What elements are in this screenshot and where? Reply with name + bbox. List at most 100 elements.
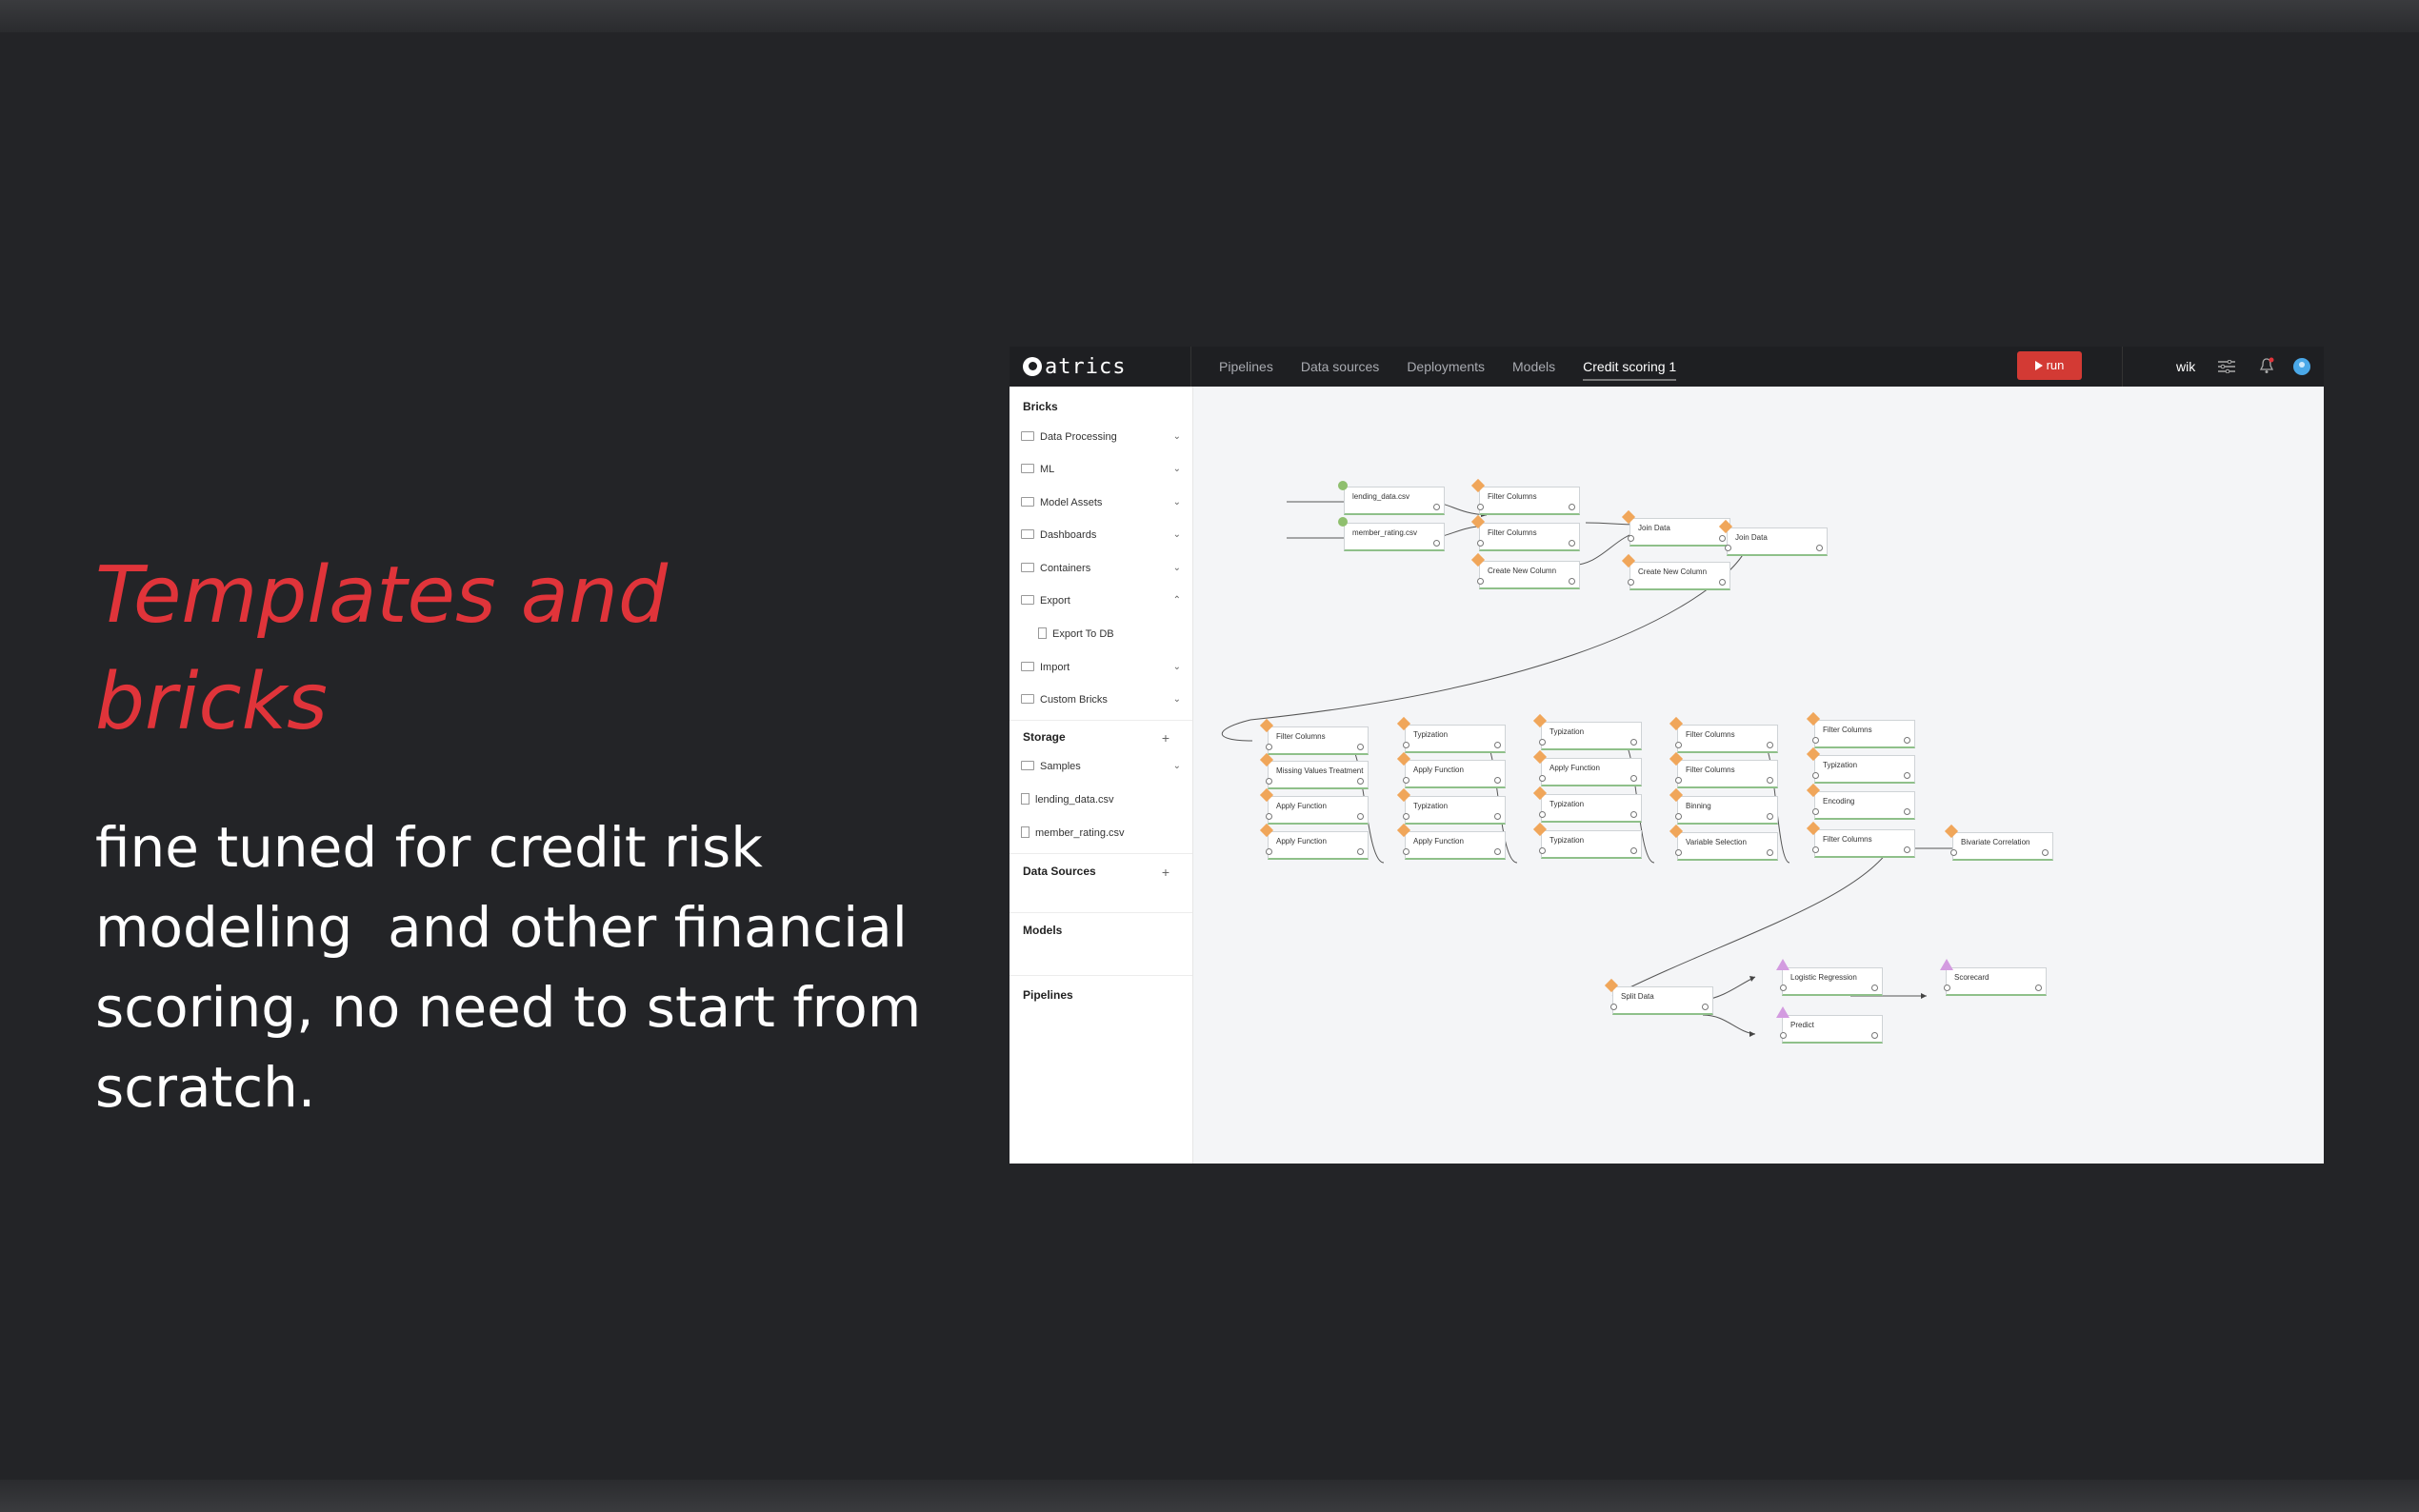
brick-dashboards[interactable]: Dashboards⌄ — [1021, 527, 1181, 544]
output-port-icon[interactable] — [1630, 811, 1637, 818]
brick-export-to-db[interactable]: Export To DB — [1038, 626, 1181, 643]
brick-export[interactable]: Export⌃ — [1021, 592, 1181, 609]
output-port-icon[interactable] — [1494, 813, 1501, 820]
nav-credit-scoring[interactable]: Credit scoring 1 — [1583, 347, 1677, 387]
input-port-icon[interactable] — [1628, 579, 1634, 586]
pipeline-node[interactable]: Create New Column — [1621, 553, 1730, 590]
input-port-icon[interactable] — [1675, 742, 1682, 748]
output-port-icon[interactable] — [1357, 744, 1364, 750]
pipeline-node[interactable]: Apply Function — [1396, 823, 1506, 860]
output-port-icon[interactable] — [1357, 813, 1364, 820]
output-port-icon[interactable] — [1702, 1004, 1709, 1010]
pipeline-node[interactable]: Typization — [1396, 787, 1506, 825]
output-port-icon[interactable] — [1494, 777, 1501, 784]
input-port-icon[interactable] — [1812, 846, 1819, 853]
output-port-icon[interactable] — [1494, 848, 1501, 855]
input-port-icon[interactable] — [1539, 847, 1546, 854]
pipeline-node[interactable]: Filter Columns — [1470, 478, 1580, 515]
input-port-icon[interactable] — [1477, 504, 1484, 510]
pipeline-node[interactable]: Split Data — [1604, 978, 1713, 1015]
output-port-icon[interactable] — [1767, 849, 1773, 856]
pipeline-node[interactable]: Variable Selection — [1669, 824, 1778, 861]
input-port-icon[interactable] — [1403, 848, 1409, 855]
storage-file-member[interactable]: member_rating.csv — [1021, 825, 1181, 842]
output-port-icon[interactable] — [2042, 849, 2049, 856]
pipeline-node[interactable]: Join Data — [1621, 509, 1730, 547]
input-port-icon[interactable] — [1266, 848, 1272, 855]
pipeline-node[interactable]: Apply Function — [1259, 787, 1369, 825]
storage-samples[interactable]: Samples⌄ — [1021, 758, 1181, 775]
input-port-icon[interactable] — [1944, 985, 1950, 991]
pipeline-node[interactable]: Join Data — [1718, 519, 1828, 556]
storage-section[interactable]: Storage+ — [1023, 730, 1181, 746]
pipeline-node[interactable]: Scorecard — [1940, 959, 2047, 996]
output-port-icon[interactable] — [1630, 739, 1637, 746]
brick-custom-bricks[interactable]: Custom Bricks⌄ — [1021, 691, 1181, 708]
input-port-icon[interactable] — [1266, 813, 1272, 820]
add-icon[interactable]: + — [1161, 730, 1170, 746]
pipeline-node[interactable]: lending_data.csv — [1338, 481, 1445, 515]
input-port-icon[interactable] — [1403, 742, 1409, 748]
output-port-icon[interactable] — [2035, 985, 2042, 991]
output-port-icon[interactable] — [1357, 778, 1364, 785]
pipeline-node[interactable]: Filter Columns — [1806, 711, 1915, 748]
pipeline-node[interactable]: Apply Function — [1396, 751, 1506, 788]
output-port-icon[interactable] — [1357, 848, 1364, 855]
storage-file-lending[interactable]: lending_data.csv — [1021, 791, 1181, 808]
pipeline-node[interactable]: Encoding — [1806, 783, 1915, 820]
output-port-icon[interactable] — [1904, 737, 1910, 744]
input-port-icon[interactable] — [1477, 578, 1484, 585]
output-port-icon[interactable] — [1630, 847, 1637, 854]
pipeline-node[interactable]: Filter Columns — [1470, 514, 1580, 551]
pipelines-section[interactable]: Pipelines — [1023, 988, 1073, 1002]
pipeline-node[interactable]: Filter Columns — [1806, 821, 1915, 858]
input-port-icon[interactable] — [1950, 849, 1957, 856]
nav-deployments[interactable]: Deployments — [1407, 359, 1486, 374]
nav-data-sources[interactable]: Data sources — [1300, 359, 1380, 374]
user-avatar[interactable] — [2291, 356, 2312, 377]
input-port-icon[interactable] — [1266, 778, 1272, 785]
pipeline-node[interactable]: Bivariate Correlation — [1944, 824, 2053, 861]
output-port-icon[interactable] — [1719, 535, 1726, 542]
brick-import[interactable]: Import⌄ — [1021, 659, 1181, 676]
output-port-icon[interactable] — [1871, 985, 1878, 991]
pipeline-node[interactable]: Filter Columns — [1669, 716, 1778, 753]
notification-bell-icon[interactable] — [2259, 357, 2274, 374]
output-port-icon[interactable] — [1904, 846, 1910, 853]
pipeline-node[interactable]: Apply Function — [1532, 749, 1642, 786]
pipeline-node[interactable]: member_rating.csv — [1338, 517, 1445, 551]
brick-ml[interactable]: ML⌄ — [1021, 461, 1181, 478]
input-port-icon[interactable] — [1477, 540, 1484, 547]
output-port-icon[interactable] — [1569, 540, 1575, 547]
add-icon[interactable]: + — [1161, 865, 1170, 880]
pipeline-node[interactable]: Typization — [1396, 716, 1506, 753]
datrics-logo[interactable]: atrics — [1023, 352, 1126, 381]
brick-containers[interactable]: Containers⌄ — [1021, 560, 1181, 577]
username[interactable]: wik — [2176, 359, 2196, 374]
input-port-icon[interactable] — [1812, 737, 1819, 744]
nav-models[interactable]: Models — [1512, 359, 1556, 374]
pipeline-node[interactable]: Typization — [1532, 786, 1642, 823]
output-port-icon[interactable] — [1767, 777, 1773, 784]
pipeline-node[interactable]: Filter Columns — [1669, 751, 1778, 788]
data-sources-section[interactable]: Data Sources+ — [1023, 865, 1181, 880]
pipeline-node[interactable]: Filter Columns — [1259, 718, 1369, 755]
pipeline-node[interactable]: Apply Function — [1259, 823, 1369, 860]
input-port-icon[interactable] — [1812, 808, 1819, 815]
input-port-icon[interactable] — [1675, 849, 1682, 856]
output-port-icon[interactable] — [1433, 504, 1440, 510]
output-port-icon[interactable] — [1569, 578, 1575, 585]
pipeline-node[interactable]: Create New Column — [1470, 552, 1580, 589]
input-port-icon[interactable] — [1403, 813, 1409, 820]
output-port-icon[interactable] — [1569, 504, 1575, 510]
input-port-icon[interactable] — [1266, 744, 1272, 750]
pipeline-node[interactable]: Missing Values Treatment — [1259, 752, 1369, 789]
input-port-icon[interactable] — [1675, 813, 1682, 820]
nav-pipelines[interactable]: Pipelines — [1219, 359, 1273, 374]
pipeline-node[interactable]: Predict — [1776, 1006, 1883, 1044]
input-port-icon[interactable] — [1628, 535, 1634, 542]
output-port-icon[interactable] — [1630, 775, 1637, 782]
pipeline-node[interactable]: Typization — [1532, 713, 1642, 750]
output-port-icon[interactable] — [1904, 772, 1910, 779]
